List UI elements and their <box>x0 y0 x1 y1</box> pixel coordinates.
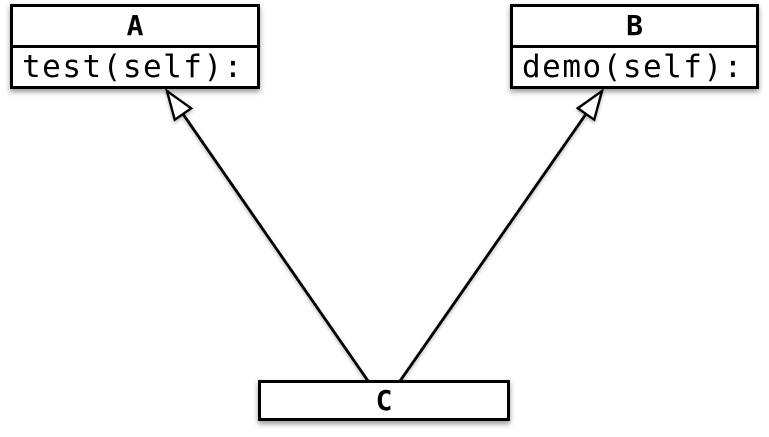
class-a-name: A <box>13 7 257 48</box>
class-a-method: test(self): <box>22 48 244 85</box>
class-box-c: C <box>258 380 510 421</box>
class-box-a: A test(self): <box>10 4 260 89</box>
class-box-b: B demo(self): <box>510 4 759 89</box>
class-b-method: demo(self): <box>522 48 744 85</box>
class-c-name: C <box>375 383 393 417</box>
class-b-name: B <box>513 7 756 48</box>
inheritance-arrow-c-to-a <box>167 91 386 405</box>
inheritance-arrow-c-to-b <box>382 91 602 405</box>
